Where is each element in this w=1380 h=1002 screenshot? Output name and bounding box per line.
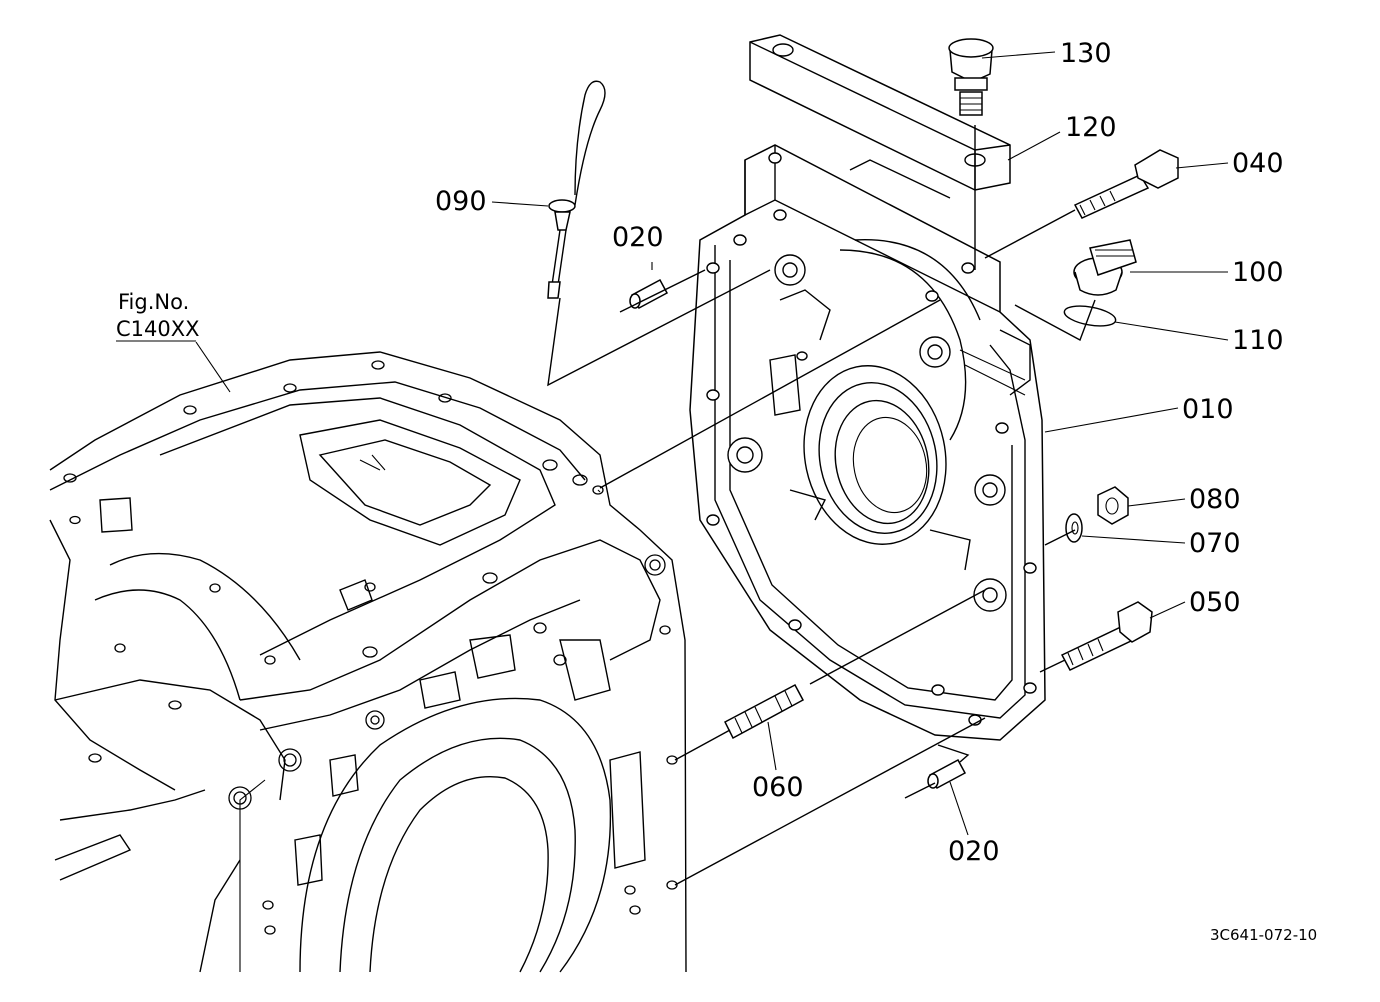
callout-050: 050 bbox=[1189, 587, 1241, 618]
assembly-lines bbox=[547, 125, 1096, 886]
callout-090: 090 bbox=[435, 186, 487, 217]
figure-reference: Fig.No. C140XX bbox=[116, 290, 200, 341]
callout-130: 130 bbox=[1060, 38, 1112, 69]
figure-reference-code: C140XX bbox=[116, 317, 200, 341]
plug-bolt bbox=[948, 38, 994, 116]
callout-020-top: 020 bbox=[612, 222, 664, 253]
callout-070: 070 bbox=[1189, 528, 1241, 559]
rear-cover-plate bbox=[689, 144, 1046, 741]
callout-120: 120 bbox=[1065, 112, 1117, 143]
callout-020-bottom: 020 bbox=[948, 836, 1000, 867]
callout-040: 040 bbox=[1232, 148, 1284, 179]
callout-080: 080 bbox=[1189, 484, 1241, 515]
transmission-housing bbox=[49, 351, 687, 973]
breather-cap bbox=[1073, 239, 1137, 296]
drawing-number: 3C641-072-10 bbox=[1210, 926, 1317, 944]
o-ring bbox=[1063, 305, 1117, 327]
callout-010: 010 bbox=[1182, 394, 1234, 425]
leader-lines bbox=[116, 51, 1229, 836]
callout-060: 060 bbox=[752, 772, 804, 803]
callout-110: 110 bbox=[1232, 325, 1284, 356]
lock-washer bbox=[1065, 513, 1083, 543]
figure-reference-label: Fig.No. bbox=[118, 290, 189, 314]
dipstick bbox=[547, 80, 606, 299]
bolt-040 bbox=[1073, 149, 1179, 219]
callout-100: 100 bbox=[1232, 257, 1284, 288]
stud-bolt bbox=[724, 683, 805, 740]
callout-labels: 130 120 040 090 020 100 110 010 080 070 … bbox=[435, 38, 1284, 867]
bolt-050 bbox=[1060, 601, 1153, 671]
hex-nut bbox=[1097, 486, 1129, 525]
